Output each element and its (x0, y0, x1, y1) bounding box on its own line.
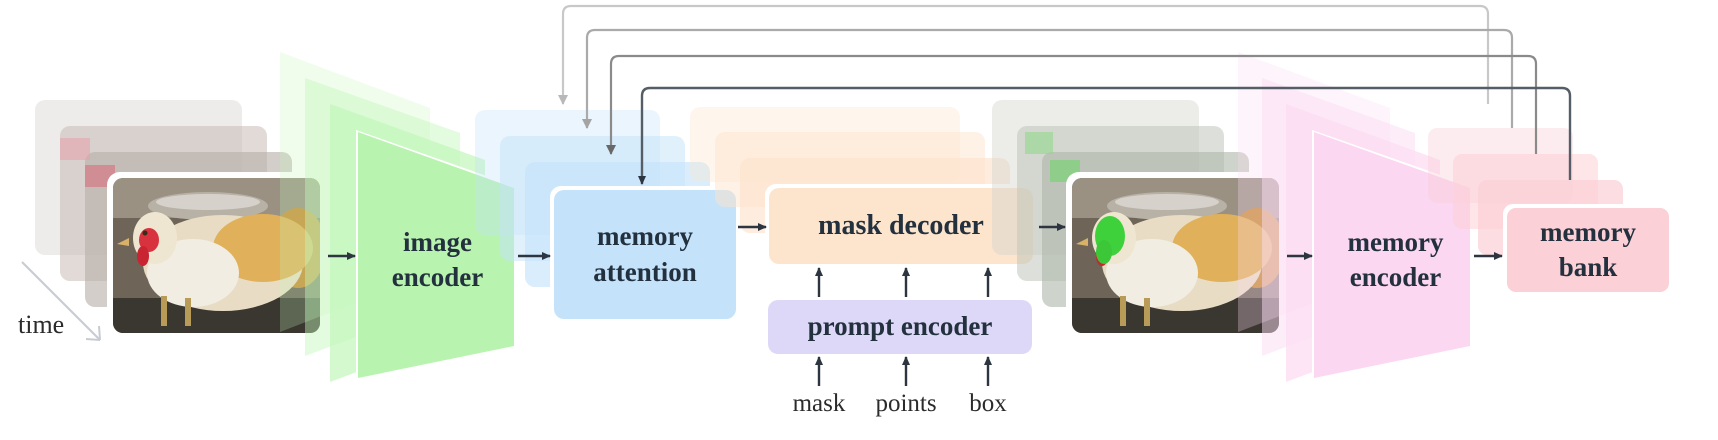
memory-encoder-block (1238, 52, 1472, 382)
memory-encoder-label: memory encoder (1318, 210, 1473, 310)
memory-bank-label: memory bank (1507, 208, 1669, 292)
prompt-input-arrows (815, 356, 992, 386)
input-frame (107, 172, 326, 339)
prompt-input-points: points (875, 390, 937, 417)
memory-bank-label-line1: memory (1540, 216, 1636, 247)
time-axis (21, 261, 101, 341)
image-encoder-label: image encoder (360, 210, 515, 310)
memory-attention-label-line2: attention (593, 256, 697, 287)
time-label: time (18, 310, 65, 339)
memory-feedback-arrows (558, 4, 1572, 185)
memory-encoder-label-line1: memory (1347, 226, 1444, 257)
image-encoder-label-line2: encoder (391, 262, 484, 292)
prompt-encoder-block (768, 300, 1032, 354)
memory-bank-label-line2: bank (1558, 252, 1618, 282)
output-frame-with-mask (1066, 172, 1285, 339)
memory-bank-block (1428, 128, 1673, 296)
memory-encoder-label-line2: encoder (1349, 262, 1442, 292)
prompt-input-mask: mask (792, 390, 846, 417)
memory-attention-block (475, 110, 740, 323)
image-encoder-block (280, 52, 515, 382)
mask-decoder-label: mask decoder (818, 209, 984, 241)
memory-attention-label-line1: memory (597, 221, 693, 252)
prompt-to-decoder-arrows (815, 267, 992, 297)
mask-decoder-block (690, 107, 1037, 268)
prompt-input-box: box (969, 390, 1007, 417)
image-encoder-label-line1: image (403, 226, 472, 257)
memory-attention-label: memory attention (554, 190, 736, 319)
prompt-encoder-label: prompt encoder (807, 311, 993, 342)
forward-arrows (328, 223, 1503, 260)
